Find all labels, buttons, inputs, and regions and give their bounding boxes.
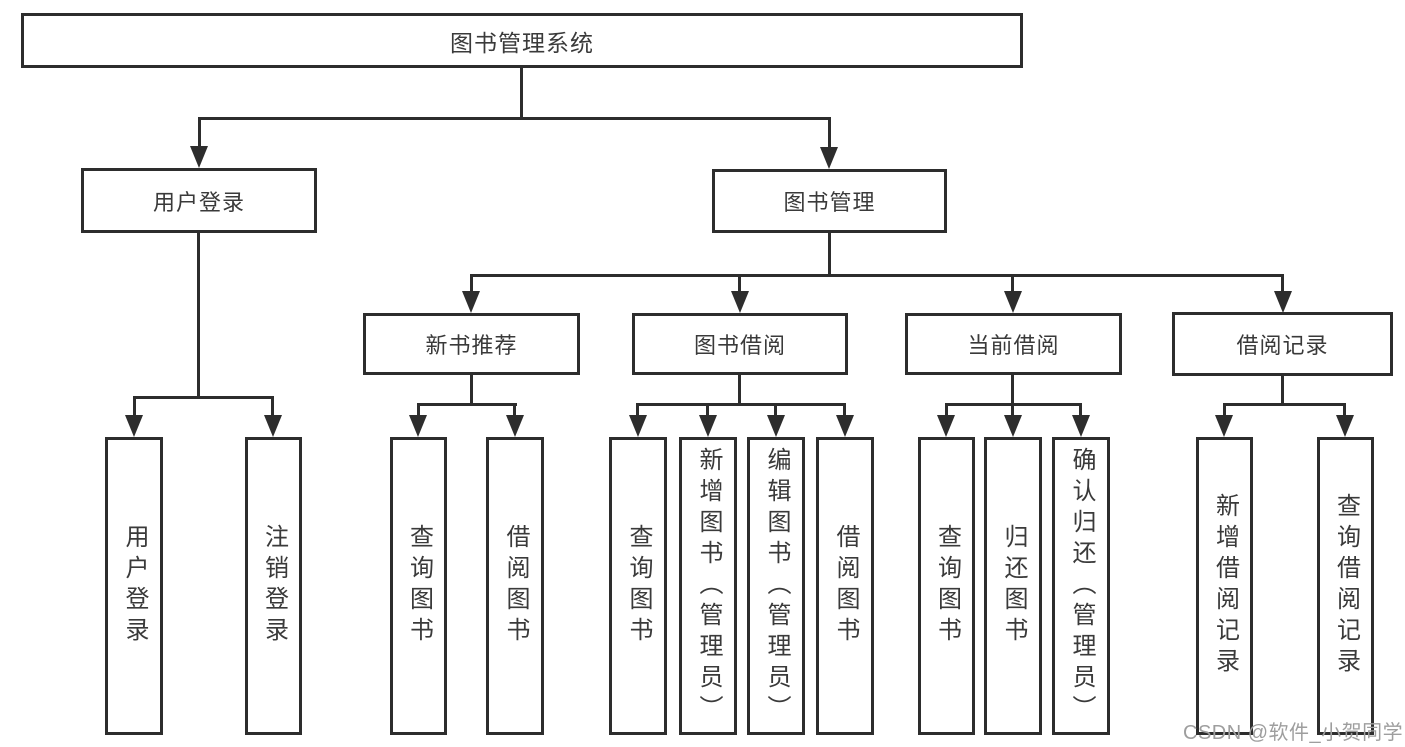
leaf-logout: 注销登录 bbox=[245, 437, 302, 735]
arrowhead-down-icon bbox=[462, 291, 480, 313]
connector-line bbox=[738, 274, 741, 294]
arrowhead-down-icon bbox=[264, 415, 282, 437]
node-current-borrow: 当前借阅 bbox=[905, 313, 1122, 375]
node-root-library-system: 图书管理系统 bbox=[21, 13, 1023, 68]
node-label: 用户登录 bbox=[152, 189, 245, 215]
connector-line bbox=[417, 403, 420, 418]
connector-line bbox=[738, 375, 741, 406]
connector-line bbox=[843, 403, 846, 418]
arrowhead-down-icon bbox=[1004, 291, 1022, 313]
arrowhead-down-icon bbox=[1072, 415, 1090, 437]
leaf-user-login: 用户登录 bbox=[105, 437, 163, 735]
node-label: 编辑图书（管理员） bbox=[763, 446, 790, 726]
connector-line bbox=[1011, 403, 1014, 418]
connector-line bbox=[133, 396, 274, 399]
connector-line bbox=[1079, 403, 1082, 418]
connector-line bbox=[828, 233, 831, 276]
leaf-borrow-books-recommend: 借阅图书 bbox=[486, 437, 544, 735]
leaf-query-books-current: 查询图书 bbox=[918, 437, 975, 735]
arrowhead-down-icon bbox=[506, 415, 524, 437]
connector-line bbox=[133, 396, 136, 418]
connector-line bbox=[470, 274, 473, 294]
node-label: 查询图书 bbox=[933, 524, 961, 648]
leaf-add-borrow-record: 新增借阅记录 bbox=[1196, 437, 1253, 735]
node-borrow-record: 借阅记录 bbox=[1172, 312, 1393, 376]
node-label: 新增图书（管理员） bbox=[695, 446, 722, 726]
connector-line bbox=[1281, 274, 1284, 294]
node-label: 图书管理系统 bbox=[450, 29, 594, 56]
arrowhead-down-icon bbox=[1274, 291, 1292, 313]
connector-line bbox=[198, 117, 831, 120]
arrowhead-down-icon bbox=[820, 147, 838, 169]
connector-line bbox=[1011, 274, 1014, 294]
node-label: 当前借阅 bbox=[967, 333, 1060, 358]
node-label: 图书管理 bbox=[783, 190, 876, 215]
node-label: 查询图书 bbox=[625, 524, 652, 648]
node-label: 借阅记录 bbox=[1236, 333, 1329, 358]
arrowhead-down-icon bbox=[1215, 415, 1233, 437]
connector-line bbox=[945, 403, 948, 418]
arrowhead-down-icon bbox=[731, 291, 749, 313]
arrowhead-down-icon bbox=[629, 415, 647, 437]
arrowhead-down-icon bbox=[699, 415, 717, 437]
node-label: 借阅图书 bbox=[502, 524, 529, 648]
connector-line bbox=[1223, 403, 1346, 406]
arrowhead-down-icon bbox=[1336, 415, 1354, 437]
node-label: 归还图书 bbox=[1000, 524, 1027, 648]
node-label: 注销登录 bbox=[260, 524, 288, 648]
connector-line bbox=[706, 403, 709, 418]
connector-line bbox=[513, 403, 516, 418]
node-label: 用户登录 bbox=[121, 524, 148, 648]
connector-line bbox=[271, 396, 274, 418]
leaf-confirm-return-admin: 确认归还（管理员） bbox=[1052, 437, 1110, 735]
node-label: 确认归还（管理员） bbox=[1068, 446, 1095, 726]
arrowhead-down-icon bbox=[836, 415, 854, 437]
connector-line bbox=[1281, 376, 1284, 406]
arrowhead-down-icon bbox=[937, 415, 955, 437]
connector-line bbox=[1223, 403, 1226, 418]
connector-line bbox=[198, 117, 201, 149]
arrowhead-down-icon bbox=[190, 146, 208, 168]
connector-line bbox=[197, 233, 200, 399]
connector-line bbox=[1343, 403, 1346, 418]
connector-line bbox=[636, 403, 846, 406]
connector-line bbox=[470, 274, 1283, 277]
node-label: 借阅图书 bbox=[832, 524, 859, 648]
connector-line bbox=[1011, 375, 1014, 406]
node-label: 新增借阅记录 bbox=[1211, 493, 1239, 679]
arrowhead-down-icon bbox=[409, 415, 427, 437]
node-book-borrow: 图书借阅 bbox=[632, 313, 848, 375]
connector-line bbox=[417, 403, 517, 406]
arrowhead-down-icon bbox=[1004, 415, 1022, 437]
connector-line bbox=[828, 117, 831, 149]
node-book-management: 图书管理 bbox=[712, 169, 947, 233]
node-label: 查询借阅记录 bbox=[1332, 493, 1360, 679]
node-user-login: 用户登录 bbox=[81, 168, 317, 233]
leaf-edit-books-admin: 编辑图书（管理员） bbox=[747, 437, 805, 735]
leaf-borrow-books: 借阅图书 bbox=[816, 437, 874, 735]
leaf-query-books-borrow: 查询图书 bbox=[609, 437, 667, 735]
connector-line bbox=[470, 375, 473, 406]
csdn-watermark: CSDN @软件_小贺同学 bbox=[1183, 722, 1404, 744]
node-new-book-recommend: 新书推荐 bbox=[363, 313, 580, 375]
node-label: 图书借阅 bbox=[693, 333, 786, 358]
connector-line bbox=[774, 403, 777, 418]
leaf-query-books-recommend: 查询图书 bbox=[390, 437, 447, 735]
arrowhead-down-icon bbox=[125, 415, 143, 437]
leaf-return-books: 归还图书 bbox=[984, 437, 1042, 735]
leaf-add-books-admin: 新增图书（管理员） bbox=[679, 437, 737, 735]
node-label: 查询图书 bbox=[405, 524, 433, 648]
arrowhead-down-icon bbox=[767, 415, 785, 437]
connector-line bbox=[636, 403, 639, 418]
connector-line bbox=[520, 68, 523, 118]
leaf-query-borrow-record: 查询借阅记录 bbox=[1317, 437, 1374, 735]
node-label: 新书推荐 bbox=[425, 333, 518, 358]
